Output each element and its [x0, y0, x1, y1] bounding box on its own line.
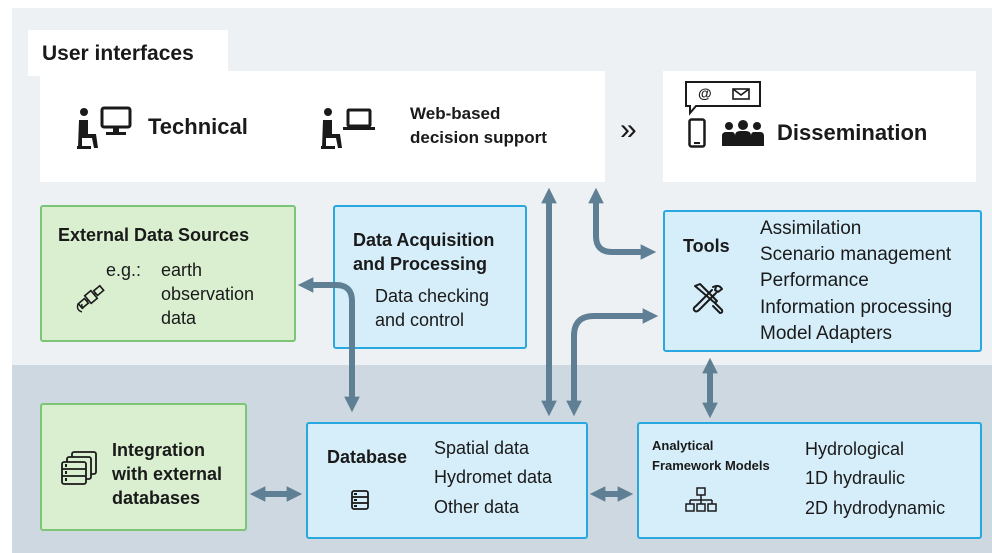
tools-title: Tools [683, 236, 730, 256]
dissemination-label: Dissemination [777, 120, 928, 145]
database-item-1: Spatial data [434, 438, 530, 458]
data-acquisition-line-2: and control [375, 310, 465, 330]
external-data-sources-prefix: e.g.: [106, 260, 142, 280]
tools-box [663, 210, 982, 352]
tools-item-4: Information processing [760, 297, 953, 318]
person-desktop-icon [77, 106, 132, 149]
integration-box [40, 403, 247, 531]
chevron-icon: » [620, 113, 637, 146]
data-acquisition-line-1: Data checking [375, 286, 490, 306]
satellite-icon [76, 284, 105, 313]
database-item-2: Hydromet data [434, 467, 553, 487]
web-label-line-1: Web-based [410, 104, 501, 123]
chat-bubble-icon [685, 81, 761, 116]
person-laptop-icon [321, 108, 375, 149]
hierarchy-icon [685, 487, 717, 512]
analytical-title-line-1: Analytical [652, 438, 714, 453]
data-acquisition-box [333, 205, 527, 349]
external-data-sources-line-3: data [161, 308, 197, 328]
analytical-item-3: 2D hydrodynamic [805, 498, 946, 518]
integration-title-line-1: Integration [112, 440, 205, 460]
integration-title-line-2: with external [112, 464, 223, 484]
external-data-sources-title: External Data Sources [58, 225, 250, 245]
user-interfaces-panel [40, 71, 605, 182]
dissemination-panel [663, 71, 976, 182]
tools-item-2: Scenario management [760, 244, 952, 265]
tools-item-1: Assimilation [760, 218, 862, 239]
technical-label: Technical [148, 114, 248, 139]
database-box [306, 422, 588, 539]
user-interfaces-tab [28, 30, 228, 76]
analytical-item-2: 1D hydraulic [805, 468, 906, 488]
database-title: Database [327, 447, 408, 467]
tools-icon [692, 283, 724, 314]
database-icon [351, 490, 369, 510]
external-data-sources-line-1: earth [161, 260, 203, 280]
mail-icon [732, 88, 750, 100]
data-acquisition-title-line-2: and Processing [353, 254, 488, 274]
group-icon [722, 120, 764, 146]
user-interfaces-title: User interfaces [42, 42, 194, 65]
external-data-sources-line-2: observation [161, 284, 255, 304]
database-item-3: Other data [434, 497, 520, 517]
analytical-box [637, 422, 982, 539]
web-label-line-2: decision support [410, 128, 547, 147]
tools-item-3: Performance [760, 270, 869, 291]
at-sign-icon: @ [698, 85, 712, 101]
analytical-item-1: Hydrological [805, 439, 905, 459]
smartphone-icon [688, 118, 706, 148]
data-acquisition-title-line-1: Data Acquisition [353, 230, 495, 250]
external-data-sources-box [40, 205, 296, 342]
servers-icon [61, 451, 97, 485]
analytical-title-line-2: Framework Models [652, 458, 770, 473]
integration-title-line-3: databases [112, 488, 201, 508]
tools-item-5: Model Adapters [760, 323, 893, 344]
